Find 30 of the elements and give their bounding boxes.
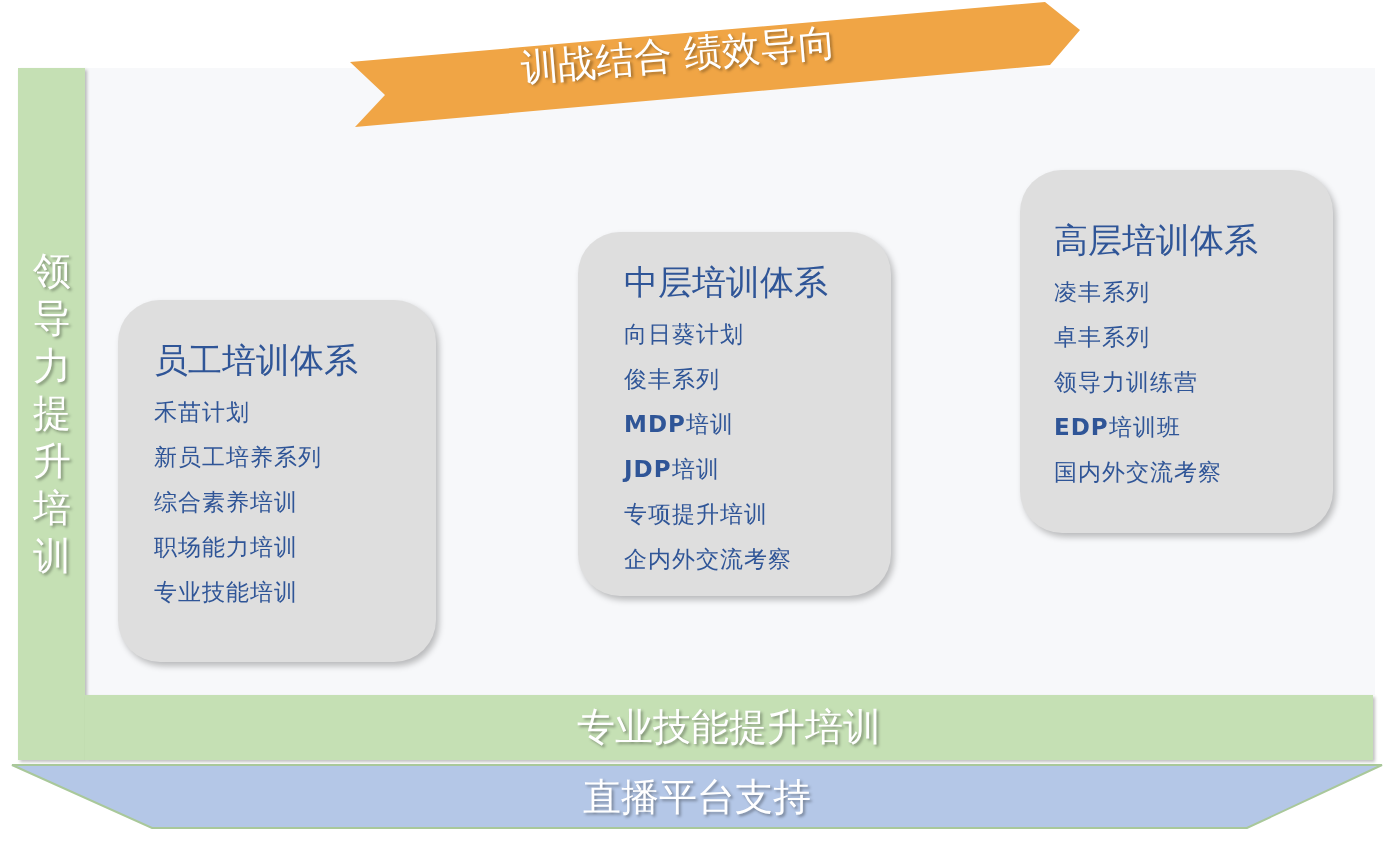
arrow-banner	[350, 0, 1080, 128]
list-item: 专项提升培训	[624, 500, 769, 529]
side-band	[18, 68, 85, 760]
list-item: 卓丰系列	[1054, 323, 1151, 352]
list-item: 领导力训练营	[1054, 368, 1199, 397]
list-item: 新员工培养系列	[154, 443, 323, 472]
list-item: JDP培训	[624, 455, 721, 484]
banner-text: 训战结合 绩效导向	[518, 19, 838, 92]
category-card	[578, 232, 891, 596]
category-card	[118, 300, 436, 662]
card-heading: 中层培训体系	[624, 261, 829, 304]
list-item: 企内外交流考察	[624, 545, 793, 574]
card-heading: 员工培训体系	[154, 339, 359, 382]
list-item: 凌丰系列	[1054, 278, 1151, 307]
base-trapezoid	[12, 765, 1382, 830]
list-item: 专业技能培训	[154, 578, 299, 607]
list-item: MDP培训	[624, 410, 735, 439]
list-item: 职场能力培训	[154, 533, 299, 562]
card-heading: 高层培训体系	[1054, 219, 1259, 262]
bottom-band	[85, 695, 1373, 760]
list-item: 综合素养培训	[154, 488, 299, 517]
list-item: 禾苗计划	[154, 398, 251, 427]
band-text: 专业技能提升培训	[577, 704, 881, 751]
category-card	[1020, 170, 1333, 533]
base-text: 直播平台支持	[583, 774, 811, 821]
band-text: 领导力提升培训	[32, 247, 71, 580]
list-item: 向日葵计划	[624, 320, 745, 349]
list-item: 国内外交流考察	[1054, 458, 1223, 487]
list-item: EDP培训班	[1054, 413, 1182, 442]
list-item: 俊丰系列	[624, 365, 721, 394]
